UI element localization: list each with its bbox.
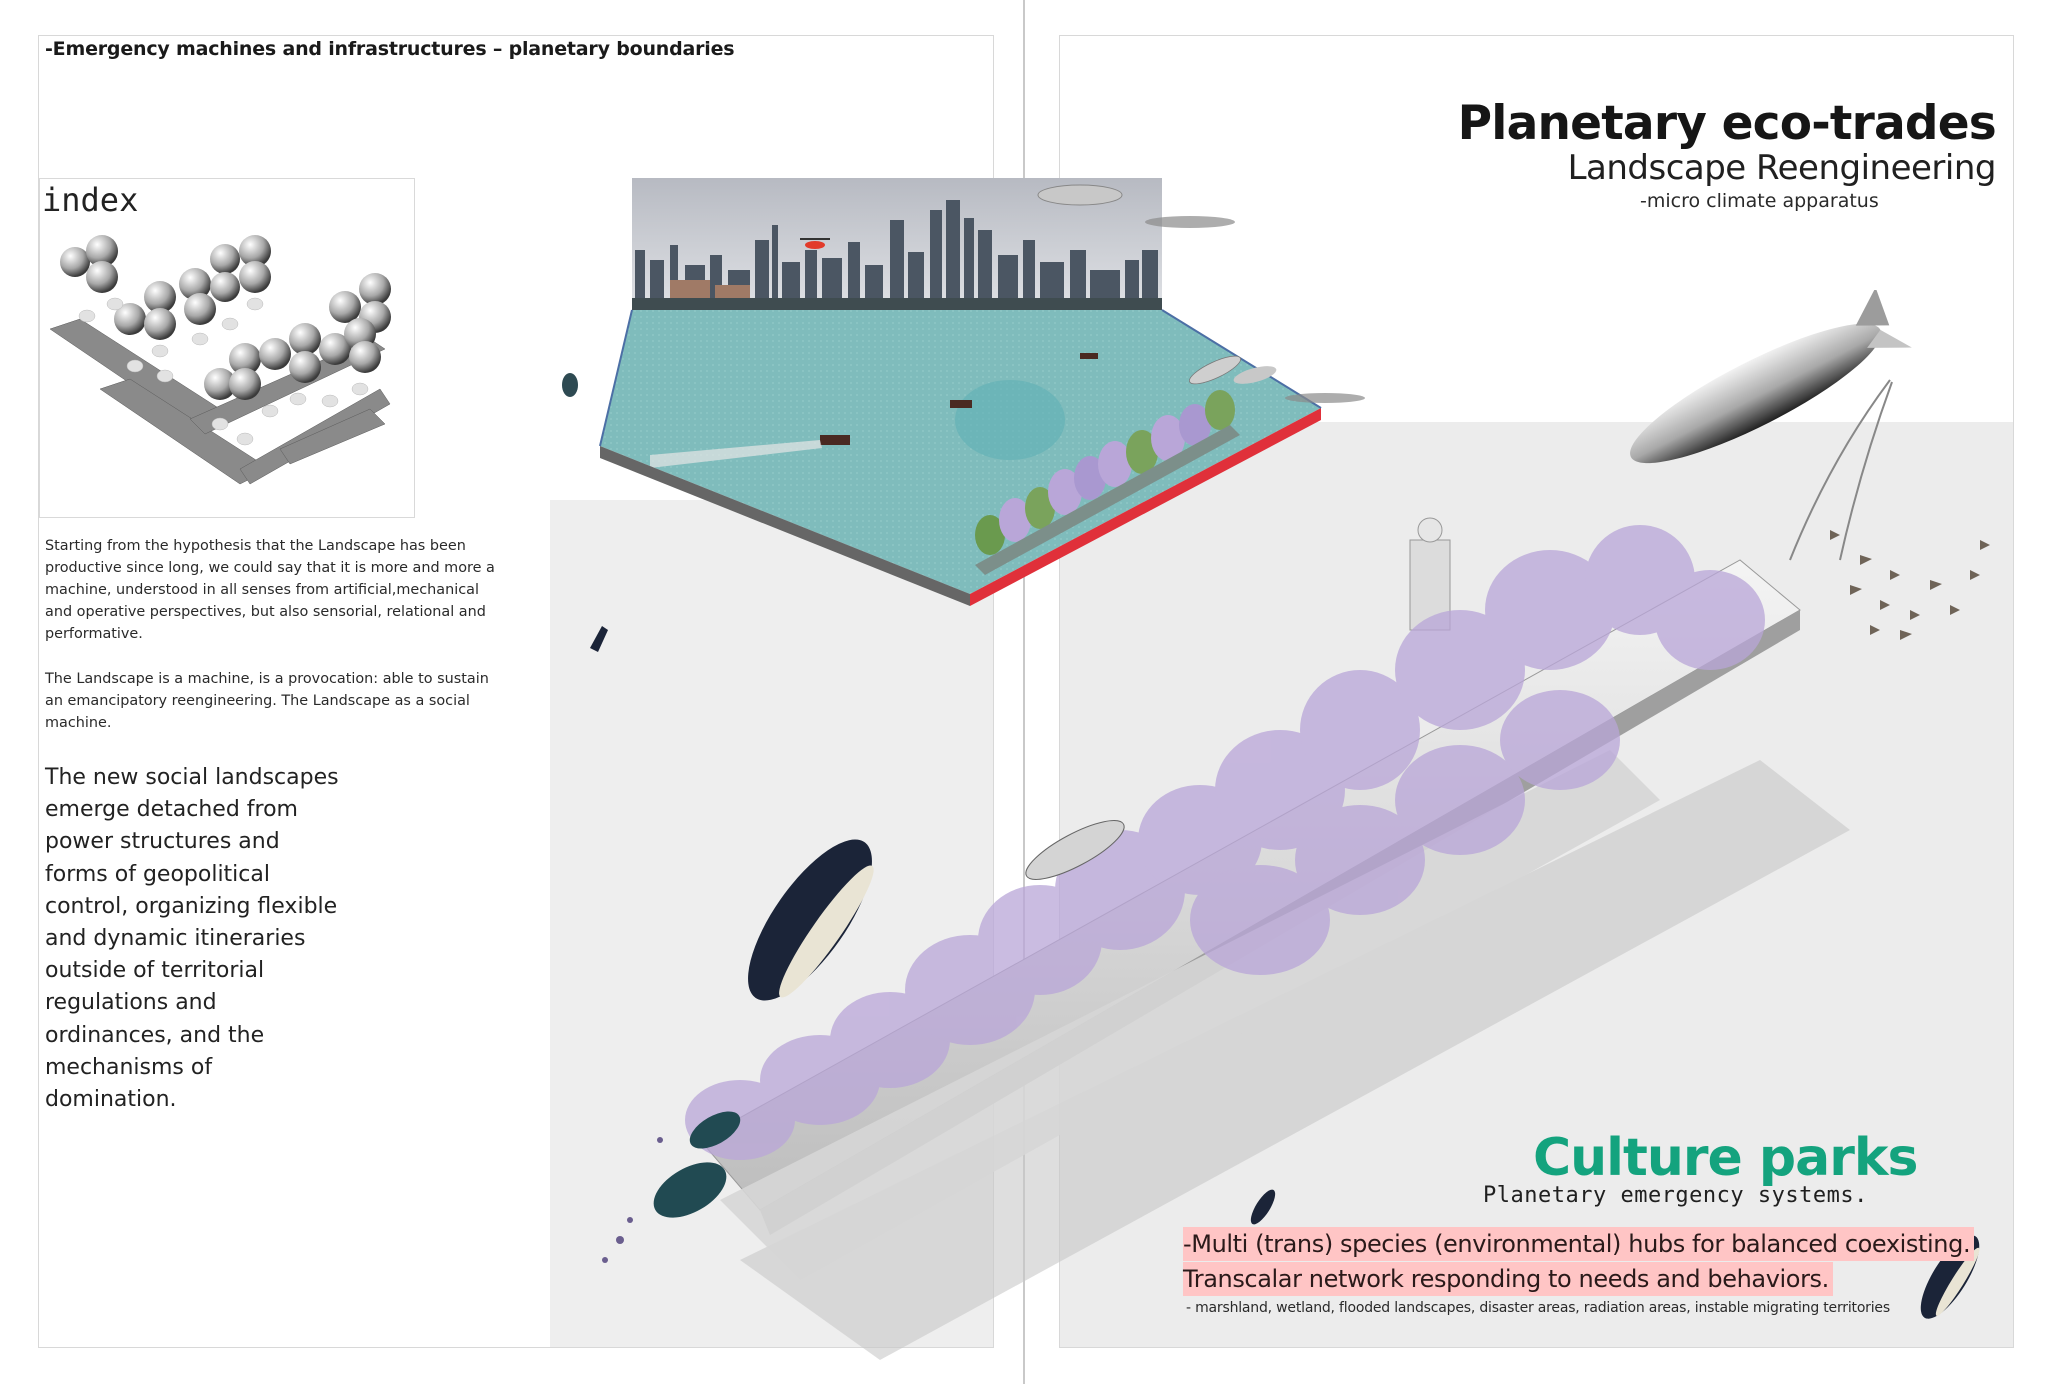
social-landscapes-paragraph: The new social landscapes emerge detache… — [45, 765, 339, 1113]
footnote: - marshland, wetland, flooded landscapes… — [1186, 1300, 1890, 1316]
page-title: Planetary eco-trades — [1457, 96, 1997, 151]
index-balloons-carriers-illustration — [49, 235, 391, 485]
highlight-line-2: Transcalar network responding to needs a… — [1183, 1262, 1833, 1296]
page-subtitle: Landscape Reengineering — [1567, 148, 1997, 188]
title-note: -micro climate apparatus — [1640, 190, 1879, 212]
section-subtitle: Planetary emergency systems. — [1483, 1183, 1868, 1208]
left-page-header: -Emergency machines and infrastructures … — [45, 38, 735, 60]
machine-paragraph: The Landscape is a machine, is a provoca… — [45, 671, 489, 731]
spread-divider — [1023, 0, 1025, 1384]
intro-paragraph: Starting from the hypothesis that the La… — [45, 538, 495, 642]
index-label: index — [42, 181, 139, 219]
highlight-line-1: -Multi (trans) species (environmental) h… — [1183, 1227, 1975, 1261]
index-panel: index — [39, 178, 415, 518]
title-block: Planetary eco-trades Landscape Reenginee… — [1457, 96, 1997, 188]
section-title: Culture parks — [1533, 1128, 1918, 1188]
